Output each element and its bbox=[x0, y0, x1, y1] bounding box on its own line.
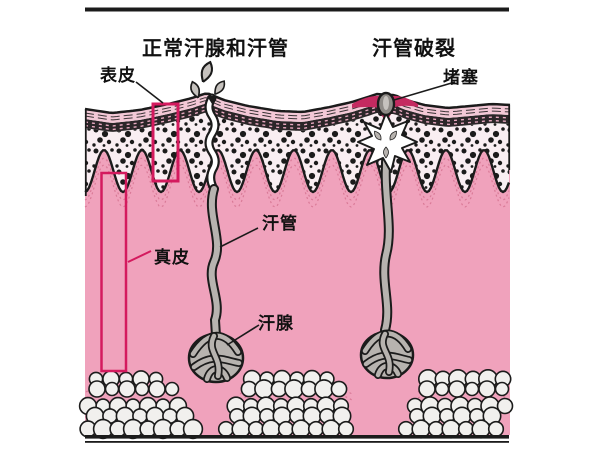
granular-texture bbox=[84, 105, 511, 127]
fat-layer bbox=[78, 368, 514, 440]
epidermis-box-annotation bbox=[151, 102, 180, 183]
inflamed-area bbox=[352, 95, 418, 123]
papilla-texture bbox=[84, 164, 510, 208]
gland-leader-line bbox=[226, 324, 260, 346]
title-normal-gland-and-duct: 正常汗腺和汗管 bbox=[142, 38, 289, 60]
corneum-texture bbox=[84, 100, 511, 121]
frame-rules bbox=[85, 7, 509, 443]
bottom-rule-thin bbox=[85, 441, 509, 443]
dermis-leader-line bbox=[127, 250, 152, 263]
bottom-rule bbox=[85, 435, 509, 439]
ruptured-sweat-gland-coil bbox=[359, 329, 415, 380]
epidermis-leader-line bbox=[135, 81, 164, 104]
normal-sweat-duct bbox=[204, 93, 223, 341]
duct-leader-line bbox=[219, 227, 259, 248]
normal-sweat-gland-coil bbox=[187, 331, 245, 384]
blockage-leader-line bbox=[393, 81, 456, 101]
sweat-apparatus bbox=[187, 59, 418, 384]
corneum-texture bbox=[84, 97, 511, 118]
top-rule bbox=[85, 7, 509, 12]
dermis-bracket-annotation bbox=[100, 171, 128, 373]
label-epidermis: 表皮 bbox=[100, 66, 136, 85]
papilla-texture bbox=[84, 157, 510, 201]
rete-ridge-line bbox=[84, 149, 511, 194]
granular-band bbox=[85, 103, 510, 132]
annotations bbox=[100, 81, 456, 373]
label-sweat-gland: 汗腺 bbox=[258, 314, 294, 333]
label-sweat-duct: 汗管 bbox=[262, 214, 298, 233]
skin-cross-section bbox=[78, 92, 514, 440]
skin-surface-line bbox=[84, 92, 511, 115]
blocked-plug bbox=[376, 91, 396, 117]
title-duct-rupture: 汗管破裂 bbox=[372, 38, 456, 60]
duct-rupture-burst bbox=[357, 112, 418, 173]
ruptured-sweat-duct bbox=[379, 145, 394, 335]
label-dermis: 真皮 bbox=[154, 248, 190, 267]
granular-texture bbox=[84, 109, 511, 131]
duct-opening bbox=[207, 96, 217, 104]
label-blockage: 堵塞 bbox=[443, 68, 479, 87]
